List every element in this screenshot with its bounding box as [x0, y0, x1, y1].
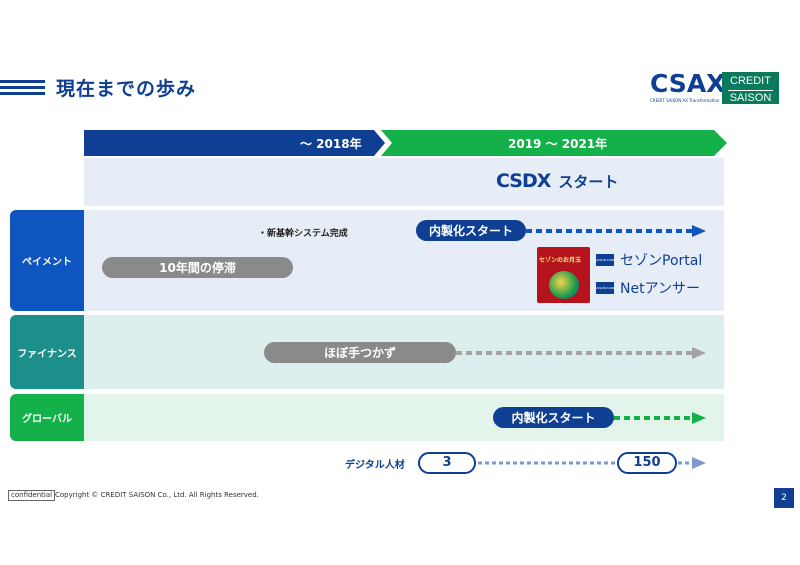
- digital-talent-label: デジタル人材: [345, 460, 405, 471]
- saison-logo-line1: CREDIT: [730, 75, 771, 87]
- period1-arrow: [84, 130, 385, 156]
- otsukidama-app-title: セゾンのお月玉: [539, 257, 582, 264]
- page-number: 2: [774, 488, 794, 508]
- finance-status-pill: ほぼ手つかず: [264, 342, 456, 363]
- global-inhouse-pill: 内製化スタート: [493, 407, 614, 428]
- talent-dash-arrow: [478, 457, 706, 469]
- csdx-start: CSDX スタート: [496, 170, 618, 192]
- payment-stagnation-pill: 10年間の停滞: [102, 257, 293, 278]
- timeline-arrows: [84, 130, 727, 156]
- page-title: 現在までの歩み: [56, 78, 197, 100]
- portal-app-icon: SAISON CARD: [595, 254, 615, 266]
- period2-label: 2019 〜 2021年: [508, 137, 608, 151]
- row-label-finance: ファイナンス: [10, 315, 84, 389]
- otsukidama-ball-icon: [549, 271, 579, 299]
- saison-logo-line2: SAISON: [728, 90, 773, 104]
- talent-start-badge: 3: [418, 452, 476, 474]
- csdx-row-bg: [84, 158, 724, 206]
- global-dash-arrow: [614, 412, 706, 424]
- finance-dash-arrow: [456, 347, 706, 359]
- csax-logo-text: CSAX: [650, 69, 726, 98]
- portal-app: SAISON CARD セゾンPortal: [595, 250, 703, 270]
- csax-logo-subtext: CREDIT SAISON AX Transformation: [650, 98, 720, 103]
- netanswer-app-icon: SAISON CARD: [595, 282, 615, 294]
- copyright-text: Copyright © CREDIT SAISON Co., Ltd. All …: [55, 491, 259, 499]
- row-label-global: グローバル: [10, 394, 84, 441]
- confidential-label: confidential: [8, 490, 56, 501]
- netanswer-app-name: Netアンサー: [620, 281, 701, 297]
- row-label-payment: ペイメント: [10, 210, 84, 311]
- payment-inhouse-pill: 内製化スタート: [416, 220, 526, 241]
- csdx-logo: CSDX: [496, 170, 551, 192]
- payment-dash-arrow: [526, 225, 706, 237]
- otsukidama-app-image: セゾンのお月玉: [537, 247, 590, 303]
- credit-saison-logo: CREDIT SAISON: [722, 72, 779, 104]
- payment-note: ・新基幹システム完成: [258, 229, 348, 239]
- talent-end-badge: 150: [617, 452, 677, 474]
- menu-lines-icon: [0, 80, 45, 100]
- netanswer-app: SAISON CARD Netアンサー: [595, 278, 701, 298]
- period1-label: 〜 2018年: [300, 137, 362, 151]
- portal-app-name: セゾンPortal: [620, 253, 703, 269]
- csdx-start-label: スタート: [558, 172, 619, 191]
- period2-arrow: [381, 130, 727, 156]
- csax-logo: CSAX CREDIT SAISON AX Transformation: [650, 69, 726, 106]
